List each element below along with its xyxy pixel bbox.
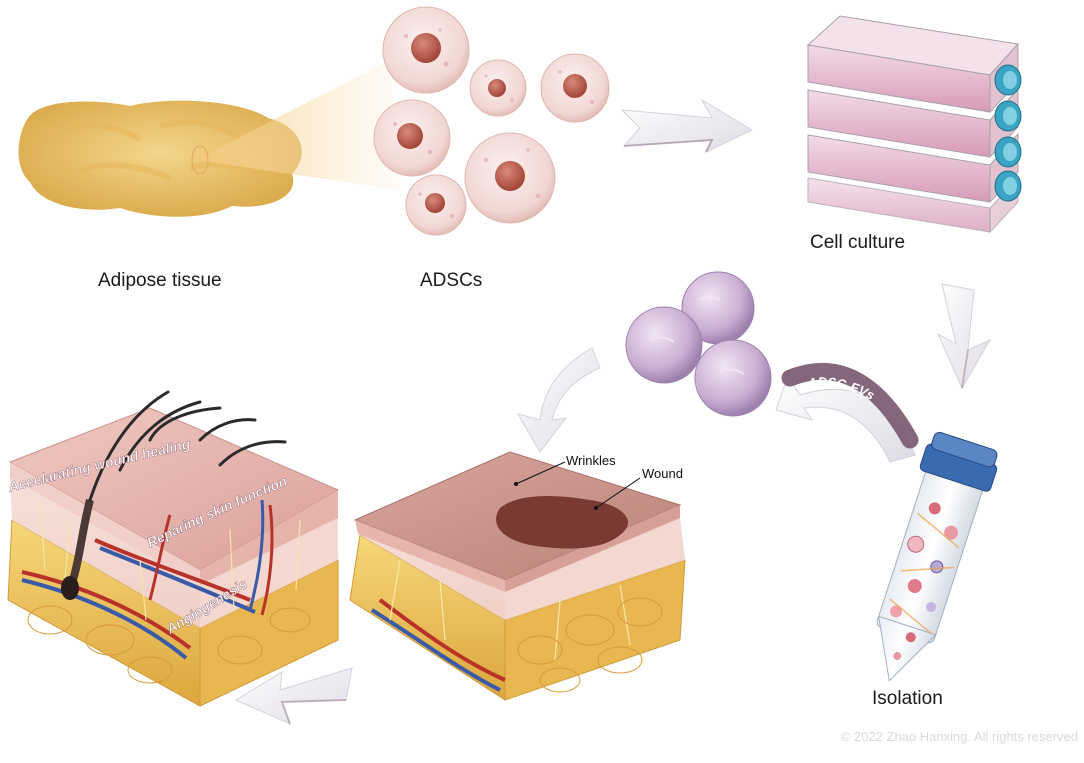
nerves (39, 499, 301, 621)
culture-flasks (806, 15, 1022, 234)
arrow-to-skin (516, 347, 601, 453)
wound-callout (594, 477, 641, 510)
fat-cells (27, 605, 311, 684)
wrinkles-label: Wrinkles (566, 453, 616, 468)
isolation-label: Isolation (872, 688, 943, 709)
healthy-skin-block: Accelarating wound healing Reparing skin… (6, 390, 340, 707)
adscs-label: ADSCs (420, 270, 483, 291)
adsc-cell (382, 6, 470, 94)
wound-label: Wound (642, 466, 683, 481)
hair-follicle (61, 498, 94, 600)
hairs (88, 390, 287, 502)
adipose-tissue (18, 100, 302, 217)
magnification-beam (191, 60, 400, 190)
arrow-to-culture (620, 98, 754, 154)
ev-arrow: ADSC-EVs (775, 362, 919, 463)
adsc-cell (469, 59, 527, 117)
extracellular-vesicles (625, 271, 772, 417)
adsc-cell (540, 53, 610, 123)
adsc-cell (405, 174, 467, 236)
adsc-cell (464, 132, 556, 224)
adsc-cell (373, 99, 451, 177)
fat-cells (517, 597, 663, 693)
damaged-skin-block (349, 451, 686, 701)
arrow-to-isolation (936, 283, 992, 390)
isolation-tube (876, 431, 998, 682)
wrinkles-callout (514, 461, 566, 486)
tube-vesicles (889, 502, 960, 661)
culture-label: Cell culture (810, 232, 906, 253)
adsc-cells (373, 6, 610, 236)
blood-vessels (21, 499, 274, 660)
flask-caps (994, 64, 1022, 202)
copyright-notice: © 2022 Zhao Hanxing. All rights reserved (840, 729, 1078, 744)
arrow-to-healthy (234, 667, 353, 725)
adipose-label: Adipose tissue (98, 270, 222, 291)
